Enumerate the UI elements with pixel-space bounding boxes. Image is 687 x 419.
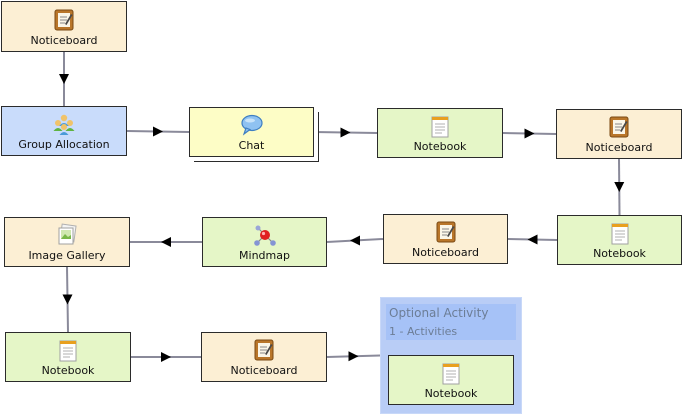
connector-arrowhead [62, 294, 73, 305]
node-label: Mindmap [239, 249, 290, 262]
connector-arrowhead [524, 128, 535, 139]
node-label: Noticeboard [585, 141, 653, 154]
noticeboard-icon [54, 9, 74, 31]
group-allocation-icon [53, 114, 75, 135]
activity-noticeboard-2[interactable]: Noticeboard [556, 109, 682, 159]
optional-activity-header: Optional Activity 1 - Activities [386, 304, 516, 340]
activity-noticeboard-3[interactable]: Noticeboard [383, 214, 508, 264]
noticeboard-icon [436, 221, 455, 243]
mindmap-icon [253, 225, 276, 246]
connector-arrowhead [59, 74, 69, 84]
connector-arrowhead [161, 237, 171, 247]
optional-activity-title: Optional Activity [389, 306, 489, 320]
activity-mindmap[interactable]: Mindmap [202, 217, 327, 267]
notebook-icon [611, 223, 628, 245]
notebook-icon [59, 340, 77, 362]
connector-arrowhead [527, 234, 538, 245]
noticeboard-icon [254, 339, 274, 361]
activity-noticeboard-4[interactable]: Noticeboard [201, 332, 327, 382]
activity-notebook-optional[interactable]: Notebook [388, 355, 514, 405]
node-label: Notebook [413, 140, 467, 153]
node-label: Notebook [41, 364, 95, 377]
node-label: Noticeboard [412, 246, 479, 259]
activity-notebook-2[interactable]: Notebook [557, 215, 682, 265]
node-label: Image Gallery [28, 249, 106, 262]
connector-arrowhead [153, 126, 163, 137]
optional-activity-subtitle: 1 - Activities [389, 325, 458, 338]
activity-noticeboard-1[interactable]: Noticeboard [1, 1, 127, 52]
notebook-icon [431, 116, 449, 138]
node-label: Notebook [593, 247, 646, 260]
node-label: Group Allocation [18, 138, 110, 151]
activity-chat[interactable]: Chat [189, 107, 314, 157]
connector-arrowhead [161, 352, 171, 362]
activity-image-gallery[interactable]: Image Gallery [4, 217, 130, 267]
noticeboard-icon [609, 116, 629, 138]
node-label: Noticeboard [30, 34, 98, 47]
node-label: Notebook [424, 387, 478, 400]
node-label: Noticeboard [230, 364, 298, 377]
connector-arrowhead [340, 127, 351, 138]
connector-arrowhead [614, 182, 625, 192]
notebook-icon [442, 363, 460, 385]
connector-arrowhead [348, 351, 359, 362]
image-gallery-icon [58, 223, 77, 245]
chat-bubble-icon [240, 114, 263, 136]
activity-notebook-3[interactable]: Notebook [5, 332, 131, 382]
activity-notebook-1[interactable]: Notebook [377, 108, 503, 158]
activity-group-allocation[interactable]: Group Allocation [1, 106, 127, 156]
connector-arrowhead [350, 235, 360, 246]
node-label: Chat [238, 139, 265, 152]
